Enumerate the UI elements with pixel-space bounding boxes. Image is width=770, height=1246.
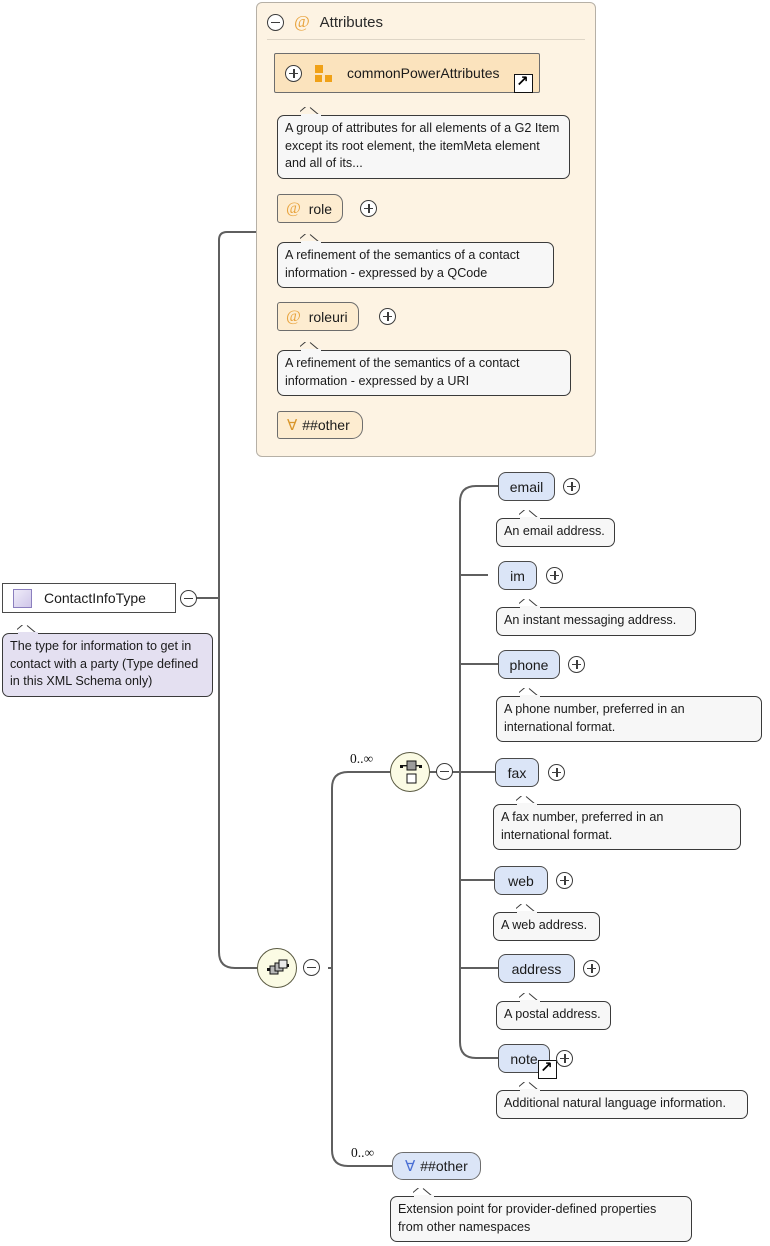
sequence-collapse-toggle-icon[interactable] <box>303 959 320 976</box>
element-im-expand-toggle-icon[interactable] <box>546 567 563 584</box>
choice-cardinality: 0..∞ <box>350 751 374 766</box>
element-phone-expand-toggle-icon[interactable] <box>568 656 585 673</box>
element-label: email <box>509 478 544 495</box>
annotation-commonpowerattributes: A group of attributes for all elements o… <box>277 114 570 179</box>
root-type-contactinfotype[interactable]: ContactInfoType <box>2 583 176 613</box>
element-note-expand-toggle-icon[interactable] <box>556 1050 573 1067</box>
element-label: phone <box>509 656 549 673</box>
element-web-expand-toggle-icon[interactable] <box>556 872 573 889</box>
attribute-group-commonpowerattributes[interactable]: commonPowerAttributes <box>274 53 540 93</box>
annotation-text: An email address. <box>504 524 605 538</box>
at-symbol-icon: @ <box>294 12 310 31</box>
attribute-group-label: commonPowerAttributes <box>347 65 500 81</box>
attributes-collapse-toggle-icon[interactable] <box>267 13 284 31</box>
attribute-role[interactable]: @ role <box>277 194 344 223</box>
root-type-label: ContactInfoType <box>44 590 146 606</box>
attribute-roleuri-expand-toggle-icon[interactable] <box>379 308 396 325</box>
annotation-web: A web address. <box>493 911 600 941</box>
element-label: address <box>511 960 562 977</box>
element-label: web <box>508 872 534 889</box>
element-label: note <box>510 1050 538 1067</box>
element-address[interactable]: address <box>498 954 575 983</box>
annotation-note: Additional natural language information. <box>496 1089 748 1119</box>
at-symbol-icon: @ <box>286 307 301 325</box>
attribute-group-icon <box>315 65 335 82</box>
annotation-im: An instant messaging address. <box>496 606 696 636</box>
element-phone[interactable]: phone <box>498 650 560 679</box>
attributes-panel-title: Attributes <box>319 13 384 31</box>
element-im[interactable]: im <box>498 561 537 590</box>
choice-collapse-toggle-icon[interactable] <box>436 763 453 780</box>
attribute-roleuri-label: roleuri <box>308 308 348 325</box>
annotation-text: The type for information to get in conta… <box>10 639 199 688</box>
at-symbol-icon: @ <box>286 199 301 217</box>
any-attribute-label: ##other <box>302 417 350 433</box>
annotation-roleuri: A refinement of the semantics of a conta… <box>277 349 571 396</box>
element-email[interactable]: email <box>498 472 555 501</box>
attribute-role-label: role <box>308 200 333 217</box>
for-all-icon: ∀ <box>405 1157 416 1175</box>
root-collapse-toggle-icon[interactable] <box>180 590 197 607</box>
any-element-cardinality: 0..∞ <box>351 1145 375 1160</box>
any-element-label: ##other <box>420 1158 468 1174</box>
element-web[interactable]: web <box>494 866 548 895</box>
element-address-expand-toggle-icon[interactable] <box>583 960 600 977</box>
annotation-text: A phone number, preferred in an internat… <box>504 702 685 734</box>
annotation-text: A web address. <box>501 918 588 932</box>
annotation-text: Extension point for provider-defined pro… <box>398 1202 657 1234</box>
element-fax[interactable]: fax <box>495 758 539 787</box>
any-element-other[interactable]: ∀ ##other <box>392 1152 481 1180</box>
sequence-compositor-icon[interactable] <box>257 948 297 988</box>
annotation-text: Additional natural language information. <box>504 1096 726 1110</box>
annotation-text: A fax number, preferred in an internatio… <box>501 810 664 842</box>
attribute-role-expand-toggle-icon[interactable] <box>360 200 377 217</box>
annotation-any-element-other: Extension point for provider-defined pro… <box>390 1195 692 1242</box>
annotation-email: An email address. <box>496 517 615 547</box>
annotation-text: A refinement of the semantics of a conta… <box>285 356 520 388</box>
attribute-roleuri[interactable]: @ roleuri <box>277 302 359 331</box>
annotation-contactinfotype: The type for information to get in conta… <box>2 632 213 697</box>
choice-compositor-icon[interactable] <box>390 752 430 792</box>
element-fax-expand-toggle-icon[interactable] <box>548 764 565 781</box>
attributes-header-divider <box>267 39 585 40</box>
annotation-text: A refinement of the semantics of a conta… <box>285 248 520 280</box>
annotation-text: A group of attributes for all elements o… <box>285 121 560 170</box>
annotation-fax: A fax number, preferred in an internatio… <box>493 803 741 850</box>
element-email-expand-toggle-icon[interactable] <box>563 478 580 495</box>
element-label: fax <box>507 764 527 781</box>
element-note-external-link-icon[interactable] <box>538 1058 557 1079</box>
annotation-text: A postal address. <box>504 1007 601 1021</box>
annotation-role: A refinement of the semantics of a conta… <box>277 241 554 288</box>
any-attribute-other[interactable]: ∀ ##other <box>277 411 363 439</box>
commonpowerattributes-external-link-icon[interactable] <box>514 72 533 93</box>
annotation-address: A postal address. <box>496 1000 611 1030</box>
for-all-icon: ∀ <box>287 416 298 434</box>
annotation-text: An instant messaging address. <box>504 613 677 627</box>
attributes-panel-header: @ Attributes <box>267 9 383 35</box>
commonpowerattributes-expand-toggle-icon[interactable] <box>285 64 302 82</box>
type-swatch-icon <box>13 588 32 608</box>
element-label: im <box>510 567 525 584</box>
annotation-phone: A phone number, preferred in an internat… <box>496 695 762 742</box>
